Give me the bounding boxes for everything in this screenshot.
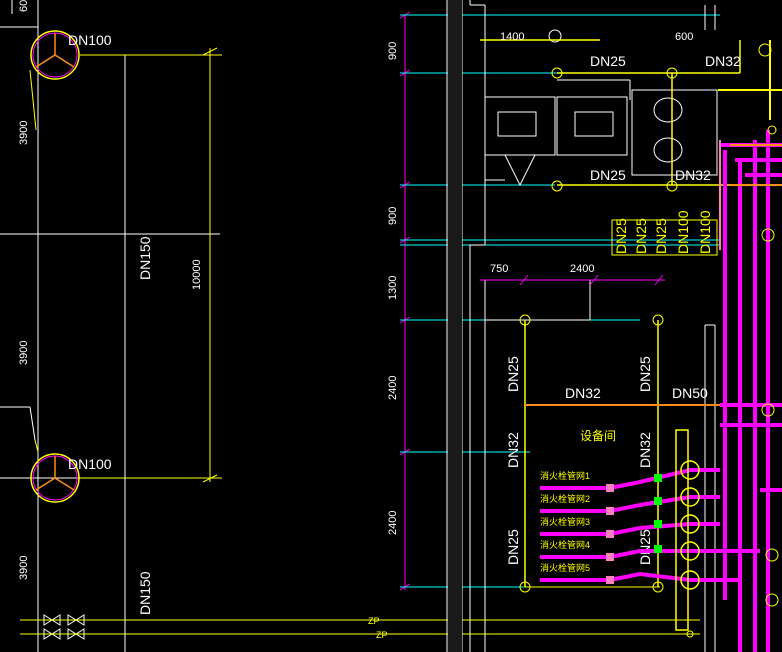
manifold-fittings: [606, 474, 662, 584]
label-dn32-horizontal: DN32: [565, 385, 601, 401]
tag-4: 消火栓管网4: [540, 539, 590, 550]
dim-600-top: 600: [675, 31, 693, 43]
tag-1: 消火栓管网1: [540, 470, 590, 481]
label-dn32-left: DN32: [505, 432, 521, 468]
label-dn25-wc-top: DN25: [590, 53, 626, 69]
manifold-nodes: [675, 429, 700, 631]
dim-2400-h: 2400: [570, 263, 594, 275]
dn100-marker-top: [30, 30, 80, 80]
tag-5: 消火栓管网5: [540, 562, 590, 573]
tag-3: 消火栓管网3: [540, 516, 590, 527]
room-node-3: [519, 581, 531, 593]
left-yellow-dimension: [29, 47, 222, 483]
label-zp-1: ZP: [368, 616, 380, 626]
dim-10000: 10000: [191, 259, 203, 290]
dim-2400-b: 2400: [387, 511, 399, 535]
wc-yellow-pipes: [480, 39, 741, 186]
vlabel-3: DN25: [653, 218, 669, 254]
dim-3900-b: 3900: [18, 341, 30, 365]
dn100-marker-bottom: [30, 453, 80, 503]
zp-end-node: [686, 630, 694, 638]
dim-900-b: 900: [387, 207, 399, 225]
vlabel-4: DN100: [675, 210, 691, 254]
room-node-1: [519, 314, 531, 326]
right-node-5: [767, 125, 777, 135]
right-node-1: [761, 228, 775, 242]
left-structural-grid: [0, 0, 220, 652]
label-dn100-bottom: DN100: [68, 456, 112, 472]
label-dn150-mid: DN150: [137, 236, 153, 280]
label-dn32-wc-top: DN32: [705, 53, 741, 69]
label-dn25-wc-bottom: DN25: [590, 167, 626, 183]
vertical-label-group: DN25 DN25 DN25 DN100 DN100: [611, 210, 718, 256]
zp-pipe-lines: [20, 619, 700, 635]
label-dn25-left-bottom: DN25: [505, 529, 521, 565]
bathroom-fixtures: [484, 29, 718, 187]
vlabel-2: DN25: [633, 218, 649, 254]
label-dn25-riser-right: DN25: [637, 356, 653, 392]
room-node-2: [652, 314, 664, 326]
dim-750: 750: [490, 263, 508, 275]
label-equipment-room: 设备间: [580, 429, 616, 443]
dim-1300: 1300: [387, 276, 399, 300]
label-dn100-top: DN100: [68, 32, 112, 48]
right-node-4: [765, 593, 779, 607]
dim-1400: 1400: [500, 31, 524, 43]
label-dn25-right-bottom: DN25: [637, 529, 653, 565]
label-dn150-bottom: DN150: [137, 571, 153, 615]
wc-node-3: [551, 180, 563, 192]
manifold-pipes: [540, 468, 760, 582]
vlabel-5: DN100: [697, 210, 713, 254]
tag-2: 消火栓管网2: [540, 493, 590, 504]
dim-2400-a: 2400: [387, 376, 399, 400]
room-node-4: [652, 581, 664, 593]
vlabel-1: DN25: [613, 218, 629, 254]
dim-600-left: 600: [18, 0, 30, 12]
wc-node-4: [666, 180, 678, 192]
label-dn50-horizontal: DN50: [672, 385, 708, 401]
right-riser-accents: [718, 40, 782, 250]
right-node-2: [761, 403, 775, 417]
valve-tags: 消火栓管网1 消火栓管网2 消火栓管网3 消火栓管网4 消火栓管网5: [540, 470, 590, 573]
label-dn32-wc-bottom: DN32: [675, 167, 711, 183]
dim-3900-a: 3900: [18, 121, 30, 145]
wall-hatch: [448, 0, 462, 652]
label-zp-2: ZP: [376, 630, 388, 640]
label-dn32-right: DN32: [637, 432, 653, 468]
label-dn25-riser-left: DN25: [505, 356, 521, 392]
wc-node-1: [551, 67, 563, 79]
right-node-3: [765, 548, 779, 562]
dim-3900-c: 3900: [18, 556, 30, 580]
horizontal-dim-line: [480, 274, 665, 286]
wc-node-2: [666, 67, 678, 79]
dim-900-a: 900: [387, 42, 399, 60]
